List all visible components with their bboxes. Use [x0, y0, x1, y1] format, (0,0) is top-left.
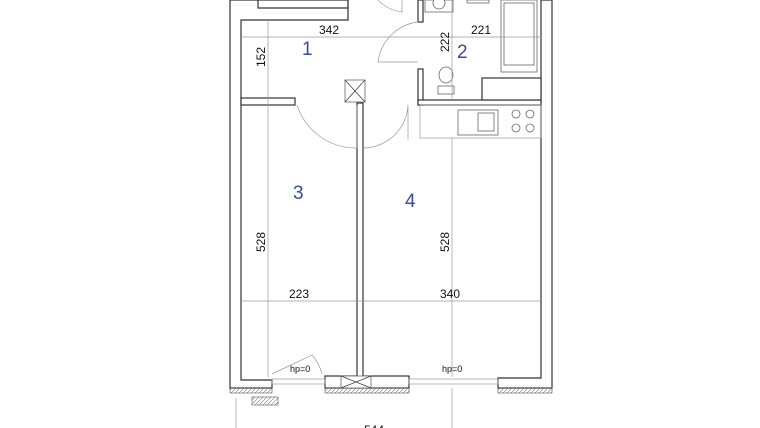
ventilation-shaft-icon: [340, 79, 372, 389]
windows: [271, 378, 499, 385]
dim-room2-width: 221: [471, 23, 491, 37]
dim-room4-depth: 528: [438, 232, 452, 252]
dim-room1-depth: 152: [254, 47, 268, 67]
dimension-lines: [235, 0, 541, 428]
room-number-1: 1: [302, 39, 313, 60]
dim-room1-width: 342: [319, 23, 339, 37]
room-number-2: 2: [457, 42, 468, 63]
room-number-3: 3: [293, 183, 304, 204]
stove-icon: [511, 109, 521, 119]
dim-overall-width: 544: [364, 423, 384, 428]
interior-walls: [240, 0, 542, 378]
sink-icon: [466, 0, 490, 4]
dim-room3-width: 223: [289, 287, 309, 301]
dim-room3-depth: 528: [254, 232, 268, 252]
toilet-icon: [438, 66, 454, 84]
bathroom-fixtures: [424, 0, 538, 95]
kitchen-counter: [419, 104, 542, 139]
sill-height-left: hp=0: [290, 364, 310, 374]
room-number-4: 4: [405, 191, 416, 212]
sill-height-right: hp=0: [442, 364, 462, 374]
dim-room2-depth: 222: [438, 32, 452, 52]
dim-room4-width: 340: [440, 287, 460, 301]
